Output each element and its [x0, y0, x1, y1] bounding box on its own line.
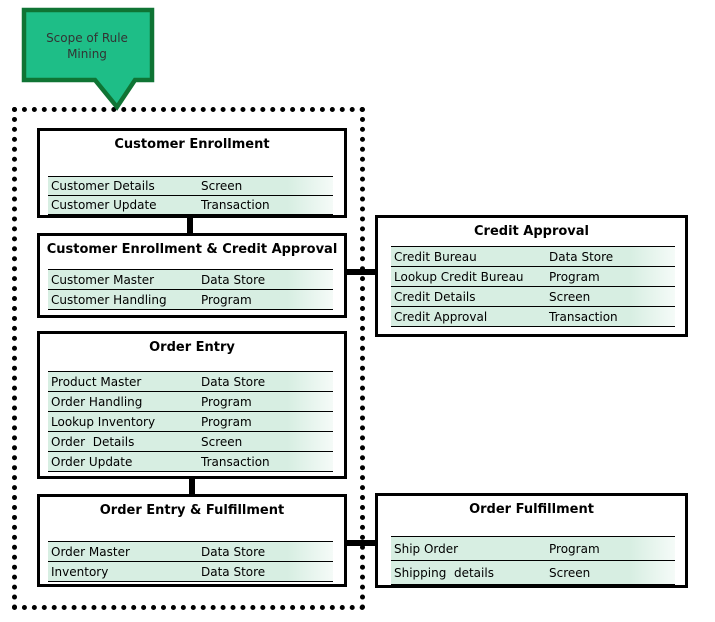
node-title: Order Fulfillment	[469, 502, 594, 517]
artifact-name: Credit Bureau	[394, 249, 477, 264]
artifact-type: Data Store	[201, 564, 266, 579]
artifact-type: Data Store	[201, 544, 266, 559]
connector-order-entry-to-combined	[189, 478, 195, 495]
artifact-type: Program	[549, 541, 600, 556]
artifact-name: Customer Details	[51, 179, 155, 193]
artifact-type: Data Store	[549, 249, 614, 264]
table-row: Customer Details Screen	[48, 176, 333, 195]
table-row: Product Master Data Store	[48, 371, 333, 391]
node-customer-enrollment-credit-approval: Customer Enrollment & Credit Approval Cu…	[37, 233, 347, 318]
connector-combined-to-order-fulfillment	[345, 540, 378, 546]
artifact-name: Customer Master	[51, 272, 155, 287]
table-row: Credit Details Screen	[391, 286, 675, 306]
artifact-name: Order Master	[51, 544, 130, 559]
table-row: Order Handling Program	[48, 391, 333, 411]
artifact-type: Screen	[549, 565, 591, 580]
node-title: Customer Enrollment & Credit Approval	[46, 242, 338, 257]
artifact-type: Transaction	[201, 198, 270, 212]
node-customer-enrollment: Customer Enrollment Customer Details Scr…	[37, 128, 347, 218]
artifact-name: Customer Update	[51, 198, 157, 212]
artifact-name: Customer Handling	[51, 292, 167, 307]
artifact-type: Screen	[201, 179, 243, 193]
artifact-name: Order Update	[51, 454, 133, 469]
artifact-table: Credit Bureau Data Store Lookup Credit B…	[391, 246, 675, 327]
artifact-type: Transaction	[201, 454, 270, 469]
artifact-table: Product Master Data Store Order Handling…	[48, 371, 333, 472]
artifact-name: Shipping details	[394, 565, 494, 580]
artifact-type: Program	[549, 269, 600, 284]
artifact-type: Program	[201, 292, 252, 307]
artifact-type: Program	[201, 414, 252, 429]
artifact-type: Data Store	[201, 272, 266, 287]
artifact-type: Transaction	[549, 309, 618, 324]
table-row: Credit Approval Transaction	[391, 306, 675, 326]
artifact-name: Lookup Inventory	[51, 414, 156, 429]
scope-callout-balloon-icon	[21, 7, 155, 111]
node-title: Credit Approval	[474, 224, 589, 239]
node-order-entry-fulfillment: Order Entry & Fulfillment Order Master D…	[37, 494, 347, 587]
node-title: Customer Enrollment	[114, 137, 270, 152]
artifact-table: Customer Details Screen Customer Update …	[48, 176, 333, 215]
table-row: Order Details Screen	[48, 431, 333, 451]
scope-dashed-boundary	[12, 107, 365, 610]
artifact-name: Credit Details	[394, 289, 476, 304]
node-credit-approval: Credit Approval Credit Bureau Data Store…	[375, 215, 688, 337]
artifact-name: Ship Order	[394, 541, 459, 556]
connector-enrollment-to-combined	[187, 217, 193, 234]
node-title: Order Entry & Fulfillment	[99, 503, 285, 518]
node-order-fulfillment: Order Fulfillment Ship Order Program Shi…	[375, 493, 688, 588]
artifact-name: Inventory	[51, 564, 109, 579]
table-row: Lookup Inventory Program	[48, 411, 333, 431]
artifact-name: Order Details	[51, 434, 135, 449]
artifact-type: Screen	[201, 434, 243, 449]
artifact-table: Ship Order Program Shipping details Scre…	[391, 536, 675, 585]
table-row: Ship Order Program	[391, 536, 675, 560]
table-row: Shipping details Screen	[391, 560, 675, 584]
artifact-name: Credit Approval	[394, 309, 488, 324]
artifact-type: Data Store	[201, 374, 266, 389]
table-row: Order Master Data Store	[48, 541, 333, 561]
artifact-type: Program	[201, 394, 252, 409]
artifact-table: Customer Master Data Store Customer Hand…	[48, 269, 333, 310]
artifact-name: Order Handling	[51, 394, 143, 409]
node-order-entry: Order Entry Product Master Data Store Or…	[37, 331, 347, 479]
table-row: Customer Update Transaction	[48, 195, 333, 214]
artifact-type: Screen	[549, 289, 591, 304]
table-row: Lookup Credit Bureau Program	[391, 266, 675, 286]
connector-combined-to-credit-approval	[345, 269, 378, 275]
table-row: Customer Master Data Store	[48, 269, 333, 289]
table-row: Order Update Transaction	[48, 451, 333, 471]
table-row: Credit Bureau Data Store	[391, 246, 675, 266]
artifact-name: Product Master	[51, 374, 142, 389]
table-row: Inventory Data Store	[48, 561, 333, 581]
scope-callout-label: Scope of Rule Mining	[46, 31, 128, 61]
artifact-table: Order Master Data Store Inventory Data S…	[48, 541, 333, 582]
artifact-name: Lookup Credit Bureau	[394, 269, 524, 284]
table-row: Customer Handling Program	[48, 289, 333, 309]
node-title: Order Entry	[149, 340, 235, 355]
